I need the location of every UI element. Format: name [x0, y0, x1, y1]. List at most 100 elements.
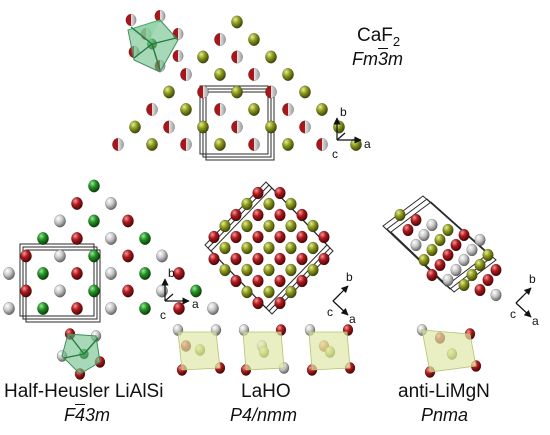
caf2-atom: [129, 120, 141, 134]
atom-layer: [3, 9, 502, 380]
caf2-name-base: CaF: [357, 25, 393, 46]
laho-atom: [274, 274, 286, 288]
caf2-atom: [214, 32, 226, 47]
limgn-atom: [426, 268, 438, 282]
laho-atom: [296, 230, 308, 244]
caf2-atom: [180, 67, 192, 82]
lialsi-atom: [207, 301, 219, 316]
laho-atom: [208, 230, 220, 244]
laho-axis-b: b: [346, 270, 353, 284]
laho-atom: [274, 252, 286, 266]
caf2-space-group: Fm3m: [352, 50, 403, 68]
caf2-atom: [180, 137, 192, 152]
lialsi-group-suffix: 3m: [85, 405, 111, 425]
lialsi-atom: [156, 284, 168, 298]
limgn-atom: [490, 288, 502, 302]
caf2-atom: [197, 50, 209, 64]
caf2-atom: [231, 85, 243, 99]
lialsi-axis-c: c: [160, 308, 166, 322]
lialsi-atom: [173, 266, 185, 281]
laho-atom: [307, 263, 319, 277]
caf2-atom: [299, 85, 311, 99]
caf2-axis-c: c: [332, 147, 338, 161]
laho-atom: [219, 219, 231, 233]
laho-atom: [252, 208, 264, 222]
caf2-polyhedron-inset: [127, 19, 179, 73]
limgn-atom: [402, 223, 414, 237]
laho-atom: [252, 296, 264, 310]
laho-atom: [263, 263, 275, 277]
limgn-polyhedron-inset: [421, 329, 477, 373]
laho-space-group: P4/nmm: [230, 405, 298, 425]
laho-atom: [241, 263, 253, 277]
limgn-atom: [458, 253, 470, 267]
lialsi-name: Half-Heusler LiAlSi: [4, 381, 164, 402]
caf2-atom: [248, 32, 260, 47]
limgn-atom: [482, 248, 494, 262]
limgn-atom: [490, 263, 502, 277]
lialsi-axis-b: b: [168, 266, 175, 280]
caf2-name-subscript: 2: [392, 33, 401, 49]
lialsi-unit-cell: [19, 243, 101, 323]
lialsi-atom: [88, 179, 100, 193]
limgn-atom: [458, 228, 470, 242]
lialsi-atom: [37, 231, 49, 246]
caf2-atom: [316, 137, 328, 152]
laho-atom: [296, 208, 308, 222]
caf2-axes: [333, 117, 362, 144]
lialsi-atom: [88, 249, 100, 263]
caf2-atom: [112, 137, 124, 152]
limgn-axis-b: b: [529, 272, 536, 286]
limgn-atom: [458, 278, 470, 292]
lialsi-atom: [71, 196, 83, 211]
laho-axis-c: c: [327, 305, 333, 319]
lialsi-atom: [88, 284, 100, 298]
caf2-group-suffix: m: [388, 49, 404, 69]
caf2-inset-atom: [125, 13, 137, 27]
limgn-axis-c: c: [510, 307, 516, 321]
lialsi-group-bar-digit: 4: [75, 405, 86, 425]
lialsi-polyhedron-inset: [61, 333, 101, 375]
lialsi-atom: [37, 301, 49, 316]
caf2-atom: [265, 120, 277, 134]
caf2-atom: [231, 15, 243, 29]
caf2-atom: [163, 85, 175, 99]
caf2-atom: [333, 120, 345, 134]
caf2-atom: [214, 137, 226, 152]
laho-atom: [318, 230, 330, 244]
lialsi-atom: [3, 301, 15, 316]
lialsi-atom: [190, 284, 202, 298]
lialsi-atom: [105, 266, 117, 281]
laho-atom: [285, 263, 297, 277]
lialsi-atom: [139, 231, 151, 246]
caf2-axis-b: b: [340, 105, 347, 119]
caf2-group-bar-digit: 3: [378, 49, 389, 69]
caf2-axis-a: a: [364, 137, 371, 151]
limgn-atom: [442, 273, 454, 287]
lialsi-atom: [54, 249, 66, 263]
caf2-atom: [248, 102, 260, 117]
laho-atom: [285, 197, 297, 211]
limgn-atom: [474, 233, 486, 247]
limgn-atom: [394, 208, 406, 222]
laho-atom: [263, 219, 275, 233]
laho-atom: [252, 230, 264, 244]
laho-atom: [230, 252, 242, 266]
caf2-atom: [231, 50, 243, 64]
laho-atom: [219, 263, 231, 277]
laho-atom: [252, 274, 264, 288]
limgn-atom: [410, 213, 422, 227]
laho-atom: [285, 285, 297, 299]
laho-atom: [230, 274, 242, 288]
caf2-atom: [282, 67, 294, 82]
laho-atom: [274, 230, 286, 244]
caf2-atom: [282, 137, 294, 152]
laho-axes: [332, 285, 349, 316]
limgn-space-group: Pnma: [421, 405, 469, 425]
limgn-atom: [474, 283, 486, 297]
limgn-atom: [442, 223, 454, 237]
lialsi-atom: [20, 284, 32, 298]
lialsi-atom: [20, 249, 32, 263]
lialsi-atom: [71, 231, 83, 246]
laho-atom: [263, 197, 275, 211]
